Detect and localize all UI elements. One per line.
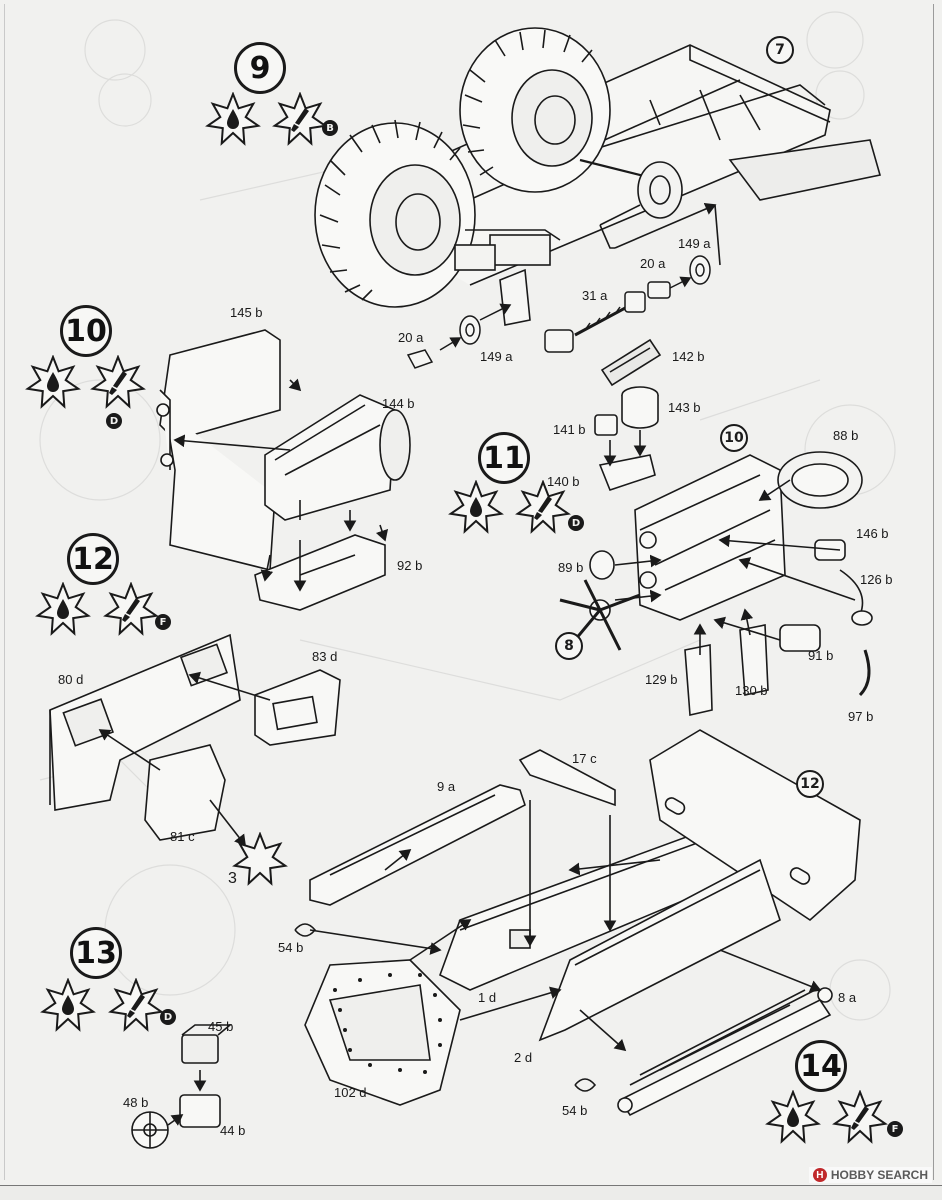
part-label-140b: 140 b	[547, 474, 580, 489]
part-label-102d: 102 d	[334, 1085, 367, 1100]
part-label-91b: 91 b	[808, 648, 834, 663]
step-9-chassis-drawing	[314, 27, 882, 326]
step-14-badge: 14	[795, 1040, 847, 1092]
step-12-paint-star-icon	[103, 582, 159, 636]
step-13-winch-drawing	[131, 1024, 233, 1149]
part-label-129b: 129 b	[645, 672, 678, 687]
marker-b-badge: B	[322, 120, 338, 136]
step-10-paint-star-icon	[90, 355, 146, 409]
step-14-glue-star-icon	[765, 1090, 821, 1144]
step-10-badge: 10	[60, 305, 112, 357]
part-label-45b: 45 b	[208, 1019, 234, 1034]
ref-badge-7: 7	[766, 36, 794, 64]
step-10-seat-box-drawing	[156, 329, 411, 611]
part-label-143b: 143 b	[668, 400, 701, 415]
part-label-17c: 17 c	[572, 751, 597, 766]
hobby-search-watermark: H HOBBY SEARCH	[808, 1167, 932, 1183]
marker-f-badge-step12: F	[155, 614, 171, 630]
footer-strip	[0, 1185, 942, 1200]
part-label-145b: 145 b	[230, 305, 263, 320]
part-label-126b: 126 b	[860, 572, 893, 587]
part-label-44b: 44 b	[220, 1123, 246, 1138]
marker-d-badge-step11: D	[568, 515, 584, 531]
step-9-glue-star-icon	[205, 92, 261, 146]
step-12-glue-star-icon	[35, 582, 91, 636]
step-11-badge: 11	[478, 432, 530, 484]
annotation-star-icon	[232, 832, 288, 886]
part-label-89b: 89 b	[558, 560, 584, 575]
part-label-81c: 81 c	[170, 829, 195, 844]
part-label-141b: 141 b	[553, 422, 586, 437]
part-label-1d: 1 d	[478, 990, 497, 1005]
part-label-54b-bottom: 54 b	[562, 1103, 588, 1118]
ref-badge-10: 10	[720, 424, 748, 452]
step-9-badge: 9	[234, 42, 286, 94]
part-label-130b: 130 b	[735, 683, 768, 698]
part-label-97b: 97 b	[848, 709, 874, 724]
ref-badge-8: 8	[555, 632, 583, 660]
part-label-92b: 92 b	[397, 558, 423, 573]
part-label-88b: 88 b	[833, 428, 859, 443]
part-label-31a: 31 a	[582, 288, 608, 303]
annotation-3: 3	[228, 870, 237, 887]
step-12-panel-drawing	[49, 633, 341, 847]
part-label-149a-left: 149 a	[480, 349, 513, 364]
step-13-badge: 13	[70, 927, 122, 979]
part-label-80d: 80 d	[58, 672, 84, 687]
wheel-front	[314, 119, 476, 308]
marker-f-badge-step14: F	[887, 1121, 903, 1137]
step-13-paint-star-icon	[108, 978, 164, 1032]
part-label-20a-left: 20 a	[398, 330, 424, 345]
part-label-149a: 149 a	[678, 236, 711, 251]
watermark-text: HOBBY SEARCH	[830, 1168, 928, 1182]
part-label-48b: 48 b	[123, 1095, 149, 1110]
step-9-paint-star-icon	[272, 92, 328, 146]
part-label-144b: 144 b	[382, 396, 415, 411]
part-label-9a: 9 a	[437, 779, 456, 794]
hobby-search-logo-icon: H	[812, 1168, 827, 1182]
step-14-paint-star-icon	[832, 1090, 888, 1144]
part-label-2d: 2 d	[514, 1050, 533, 1065]
part-label-146b: 146 b	[856, 526, 889, 541]
ref-badge-12: 12	[796, 770, 824, 798]
frame-assembly-drawing	[294, 729, 861, 1117]
step-9-driveshaft-parts	[406, 255, 711, 369]
part-label-54b-top: 54 b	[278, 940, 304, 955]
step-11-engine-drawing	[559, 338, 873, 716]
marker-d-badge-step13: D	[160, 1009, 176, 1025]
marker-d-badge-step10: D	[106, 413, 122, 429]
step-11-glue-star-icon	[448, 480, 504, 534]
sheet-frame	[4, 4, 934, 1180]
step-11-paint-star-icon	[515, 480, 571, 534]
step-10-glue-star-icon	[25, 355, 81, 409]
part-label-8a: 8 a	[838, 990, 857, 1005]
part-label-20a: 20 a	[640, 256, 666, 271]
part-label-83d: 83 d	[312, 649, 338, 664]
step-12-badge: 12	[67, 533, 119, 585]
wheel-rear	[459, 27, 611, 193]
part-label-142b: 142 b	[672, 349, 705, 364]
step-13-glue-star-icon	[40, 978, 96, 1032]
